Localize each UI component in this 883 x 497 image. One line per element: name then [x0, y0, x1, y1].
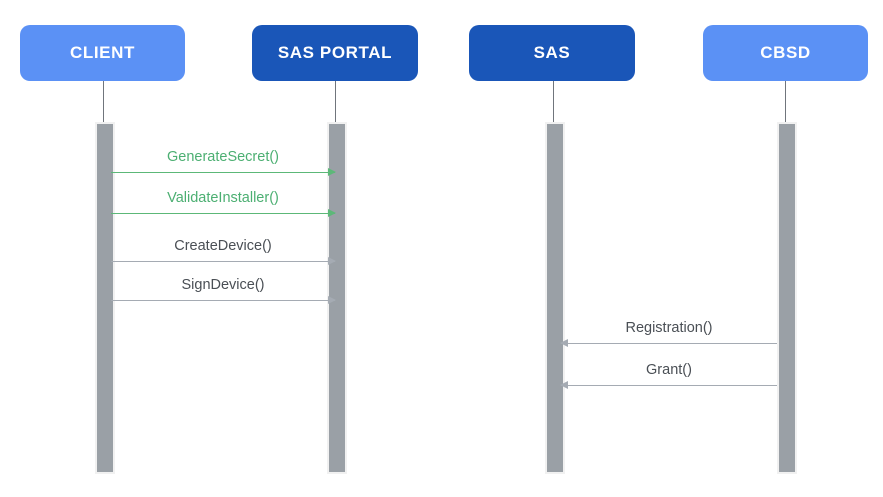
activation-bar-sas: [545, 122, 565, 474]
message-line: [111, 172, 335, 173]
lifeline-cbsd: [785, 81, 786, 122]
arrowhead-right-icon: [328, 208, 336, 217]
lifeline-client: [103, 81, 104, 122]
actor-label: CBSD: [760, 43, 811, 62]
activation-bar-client: [95, 122, 115, 474]
actor-box-sas-portal[interactable]: SAS PORTAL: [252, 25, 418, 81]
actor-box-cbsd[interactable]: CBSD: [703, 25, 868, 81]
actor-label: SAS PORTAL: [277, 43, 393, 62]
message-line: [111, 300, 335, 301]
actor-label: CLIENT: [70, 43, 135, 62]
message-line: [111, 213, 335, 214]
actor-box-client[interactable]: CLIENT: [20, 25, 185, 81]
message-label: CreateDevice(): [174, 238, 272, 254]
message-line: [111, 261, 335, 262]
lifeline-sas-portal: [335, 81, 336, 122]
arrowhead-right-icon: [328, 167, 336, 176]
message-line: [561, 343, 777, 344]
lifeline-sas: [553, 81, 554, 122]
message-label: SignDevice(): [181, 277, 265, 293]
arrowhead-right-icon: [328, 256, 336, 265]
message-label: ValidateInstaller(): [167, 190, 279, 206]
message-line: [561, 385, 777, 386]
actor-box-sas[interactable]: SAS: [469, 25, 635, 81]
actor-label: SAS: [533, 43, 571, 62]
activation-bar-cbsd: [777, 122, 797, 474]
arrowhead-left-icon: [560, 338, 568, 347]
arrowhead-left-icon: [560, 380, 568, 389]
arrowhead-right-icon: [328, 295, 336, 304]
message-label: GenerateSecret(): [166, 149, 280, 165]
message-label: Grant(): [646, 362, 692, 378]
message-label: Registration(): [625, 320, 713, 336]
